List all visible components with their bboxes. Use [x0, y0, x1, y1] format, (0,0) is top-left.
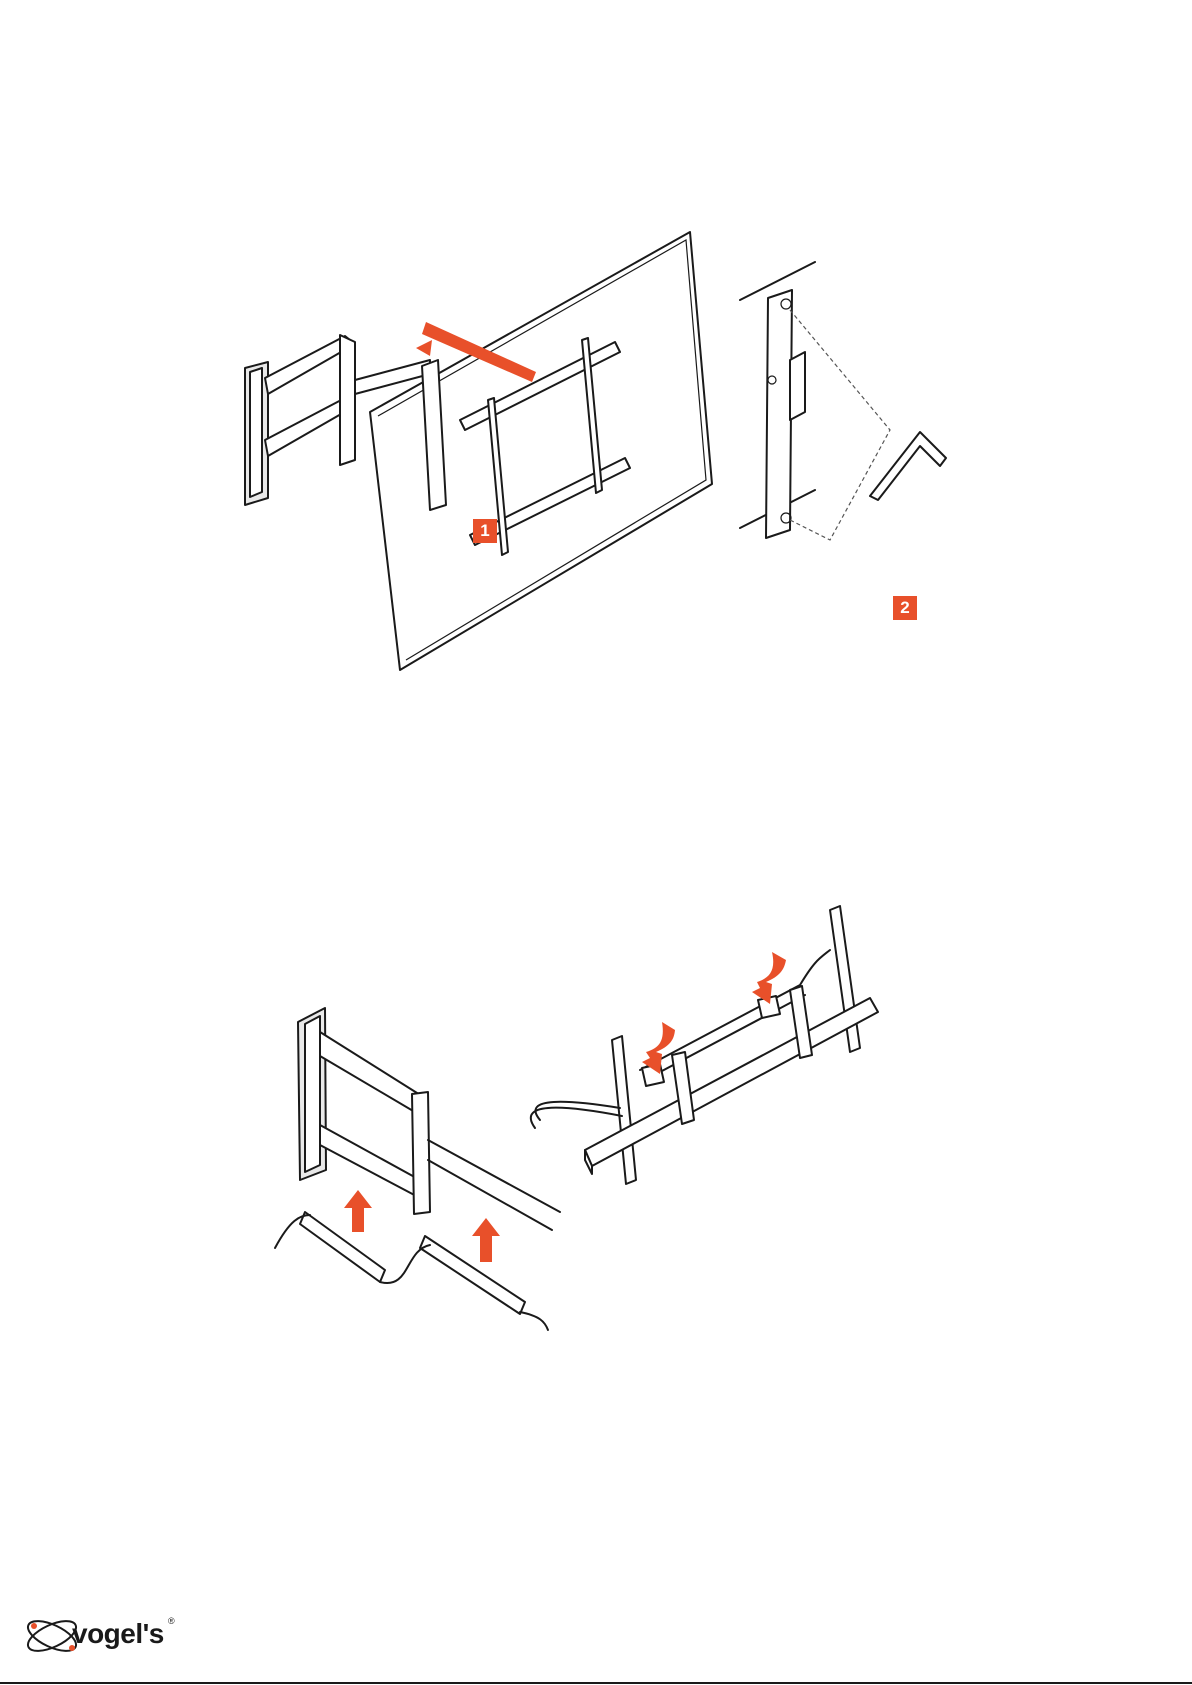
mount-tv-illustration [0, 220, 1192, 680]
footer-rule [0, 1682, 1192, 1684]
cable-management-illustration [0, 895, 1192, 1335]
figure-mount-tv: 1 2 [0, 220, 1192, 680]
step-badge-1: 1 [473, 519, 497, 543]
vogels-logo: vogel's ® [22, 1608, 172, 1660]
logo-wordmark: vogel's [72, 1618, 164, 1650]
figure-cable-management [0, 895, 1192, 1335]
step-badge-2: 2 [893, 596, 917, 620]
logo-registered-mark: ® [168, 1616, 175, 1626]
